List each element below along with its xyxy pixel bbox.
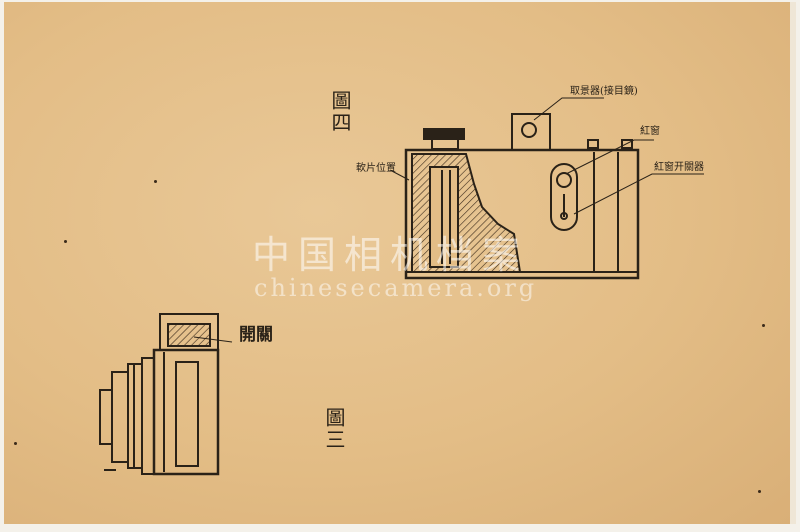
red-window-label: 紅窗: [640, 126, 660, 137]
paper-page: 圖四 取景器(接目鏡) 紅窗 紅窗开關器 軟片位置 開關 圖三 中国相机档案 c…: [4, 2, 796, 524]
paper-speck: [762, 324, 765, 327]
fig3-camera-drawing: [99, 313, 220, 476]
watermark-chinese: 中国相机档案: [252, 233, 529, 277]
red-window-switch-label: 紅窗开關器: [654, 162, 704, 173]
paper-speck: [14, 442, 17, 445]
viewfinder-label: 取景器(接目鏡): [570, 86, 638, 97]
figure-3-title: 圖三: [322, 407, 346, 451]
paper-speck: [758, 490, 761, 493]
figure-4-title: 圖四: [328, 90, 352, 134]
watermark-url: chinesecamera.org: [254, 274, 538, 302]
fig4-camera-drawing: [404, 113, 640, 280]
camera-drawings: [99, 97, 704, 476]
paper-speck: [154, 180, 157, 183]
film-position-label: 軟片位置: [356, 163, 396, 174]
paper-speck: [64, 240, 67, 243]
open-close-label: 開關: [239, 325, 273, 345]
